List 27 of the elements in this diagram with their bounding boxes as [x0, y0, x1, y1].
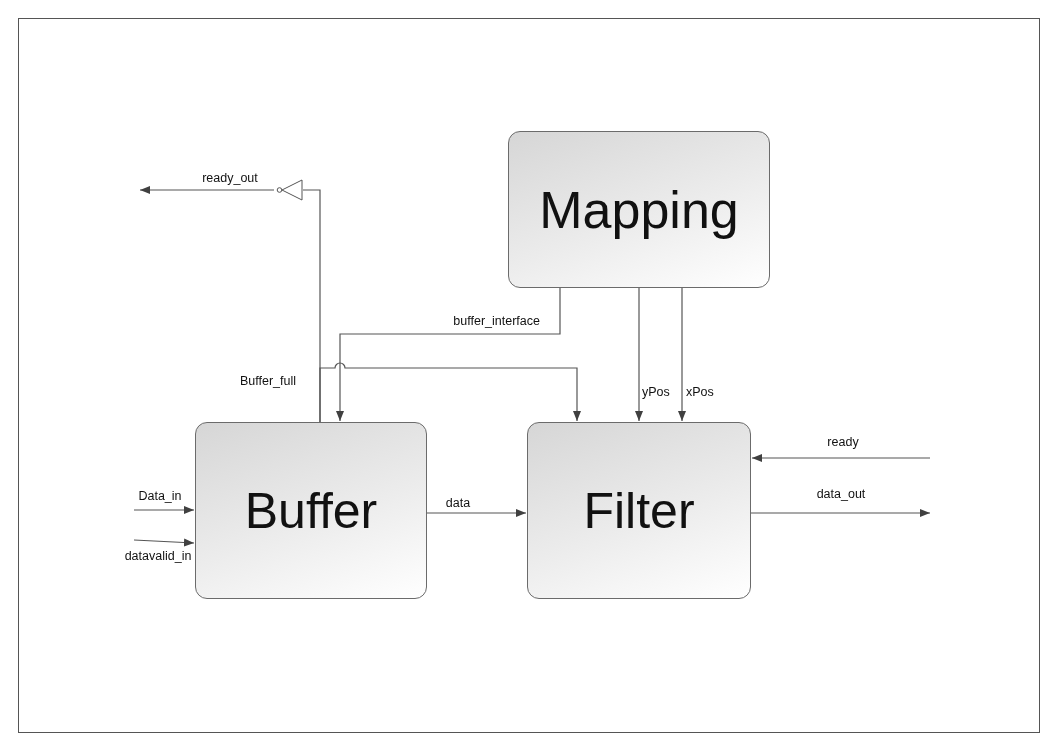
signal-arrow — [139, 186, 275, 194]
arrow — [678, 287, 686, 422]
block-title: Buffer — [244, 481, 378, 540]
mapping-block — [508, 131, 770, 288]
signal-label: buffer_interface — [453, 314, 540, 328]
signal-label: yPos — [642, 385, 670, 399]
signal-arrow — [751, 454, 931, 462]
signal-label: xPos — [686, 385, 714, 399]
signal-label: Buffer_full — [240, 374, 297, 388]
signal-arrow — [750, 509, 931, 517]
signal-label: data — [445, 496, 471, 510]
signal-label: Data_in — [138, 489, 182, 503]
filter-block — [527, 422, 751, 599]
block-title: Filter — [583, 481, 695, 540]
buffer-block — [195, 422, 427, 599]
signal-label: datavalid_in — [124, 549, 192, 563]
arrow — [336, 287, 561, 422]
signal-label: ready_out — [202, 171, 258, 185]
inverter-symbol — [274, 179, 303, 201]
signal-arrow — [133, 538, 195, 547]
block-title: Mapping — [539, 179, 739, 240]
signal-label: data_out — [816, 487, 866, 501]
arrow — [635, 287, 643, 422]
signal-arrow — [133, 506, 195, 514]
arrow — [319, 362, 581, 423]
signal-label: ready — [827, 435, 859, 449]
arrow — [426, 509, 527, 517]
